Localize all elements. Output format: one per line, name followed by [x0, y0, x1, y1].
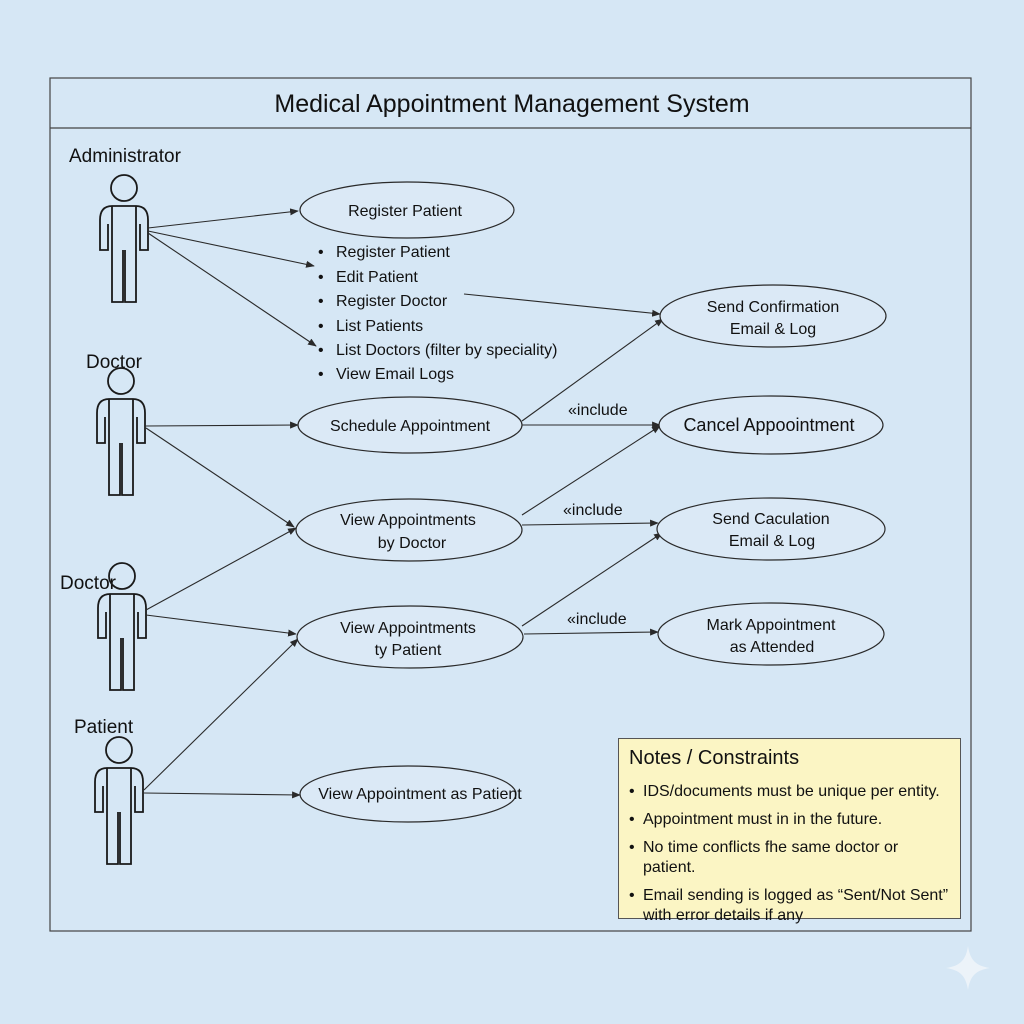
actor-doctor-2-icon: [97, 562, 147, 691]
use-case-label: as Attended: [730, 639, 815, 656]
bullet-dot: •: [318, 366, 324, 383]
notes-title: Notes / Constraints: [629, 747, 800, 769]
use-case-label: Send Caculation: [712, 511, 829, 528]
include-label-3: «include: [567, 611, 627, 628]
include-view-patient-cancellation: [521, 532, 663, 627]
bullet-dot: •: [318, 293, 324, 310]
actor-patient-icon: [94, 736, 144, 865]
admin-function-item: View Email Logs: [336, 366, 454, 383]
use-case-label: Send Confirmation: [707, 299, 840, 316]
use-case-register-patient[interactable]: Register Patient: [299, 181, 515, 239]
actor-label-patient: Patient: [74, 717, 134, 738]
include-schedule-confirmation: [521, 318, 664, 422]
use-case-label: Cancel Appoointment: [683, 415, 854, 435]
admin-function-item: Edit Patient: [336, 269, 418, 286]
note-item: IDS/documents must be unique per entity.: [627, 782, 952, 802]
use-case-label: Email & Log: [730, 321, 816, 338]
system-title: Medical Appointment Management System: [274, 90, 749, 118]
use-case-label: ty Patient: [375, 642, 442, 659]
use-case-label: Email & Log: [729, 533, 815, 550]
include-label-2: «include: [563, 502, 623, 519]
bullet-dot: •: [318, 269, 324, 286]
admin-function-item: Register Patient: [336, 244, 450, 261]
bullet-dot: •: [318, 244, 324, 261]
note-item: Email sending is logged as “Sent/Not Sen…: [627, 886, 952, 926]
notes-constraints-panel: Notes / Constraints IDS/documents must b…: [618, 738, 961, 924]
assoc-doctor2-view-by-patient: [145, 614, 297, 637]
include-view-doctor-cancellation: [521, 519, 659, 527]
use-case-mark-appointment-attended[interactable]: Mark Appointment as Attended: [657, 602, 885, 666]
assoc-doctor2-view-by-doctor: [145, 527, 297, 611]
assoc-admin-functions-2: [147, 232, 317, 347]
use-case-view-appointments-by-doctor[interactable]: View Appointments by Doctor: [295, 498, 523, 562]
use-case-send-confirmation-email[interactable]: Send Confirmation Email & Log: [659, 284, 887, 348]
bullet-dot: •: [318, 342, 324, 359]
system-boundary: [49, 77, 972, 932]
note-item: Appointment must in in the future.: [627, 810, 952, 830]
use-case-label: View Appointments: [340, 512, 476, 529]
actor-label-administrator: Administrator: [69, 146, 182, 167]
use-case-label: Mark Appointment: [707, 617, 837, 634]
admin-function-item: Register Doctor: [336, 293, 448, 310]
notes-list: IDS/documents must be unique per entity.…: [627, 782, 952, 926]
use-case-send-cancellation-email[interactable]: Send Caculation Email & Log: [656, 497, 886, 561]
admin-functions-list: • Register Patient • Edit Patient • Regi…: [318, 244, 557, 383]
note-item: No time conflicts fhe same doctor or pat…: [627, 838, 952, 878]
include-view-doctor-cancel: [521, 425, 661, 516]
use-case-label: Schedule Appointment: [330, 418, 491, 435]
use-case-schedule-appointment[interactable]: Schedule Appointment: [297, 396, 523, 454]
include-label-1: «include: [568, 402, 628, 419]
assoc-admin-functions-1: [147, 230, 315, 268]
use-case-view-appointment-as-patient[interactable]: View Appointment as Patient: [299, 765, 522, 823]
use-case-view-appointments-by-patient[interactable]: View Appointments ty Patient: [296, 605, 524, 669]
use-case-label: View Appointments: [340, 620, 476, 637]
actor-doctor-1-icon: [96, 367, 146, 496]
admin-function-item: List Doctors (filter by speciality): [336, 342, 557, 359]
admin-function-item: List Patients: [336, 318, 423, 335]
assoc-doctor1-schedule: [145, 421, 299, 429]
use-case-label: Register Patient: [348, 203, 462, 220]
actor-label-doctor-1: Doctor: [86, 352, 143, 373]
sparkle-icon: [946, 946, 990, 990]
association-lines: [143, 208, 664, 799]
use-case-label: by Doctor: [378, 535, 447, 552]
actor-administrator-icon: [99, 174, 149, 303]
assoc-doctor1-view-by-doctor: [145, 427, 295, 528]
use-case-cancel-appointment[interactable]: Cancel Appoointment: [658, 395, 884, 455]
bullet-dot: •: [318, 318, 324, 335]
assoc-register-doctor-confirmation: [463, 293, 661, 317]
assoc-patient-view-as-patient: [143, 791, 301, 799]
actor-label-doctor-2: Doctor: [60, 573, 117, 594]
assoc-patient-view-by-patient: [143, 638, 299, 791]
assoc-admin-register-patient: [147, 208, 299, 229]
use-case-label: View Appointment as Patient: [318, 786, 522, 803]
include-view-patient-attended: [523, 628, 659, 636]
